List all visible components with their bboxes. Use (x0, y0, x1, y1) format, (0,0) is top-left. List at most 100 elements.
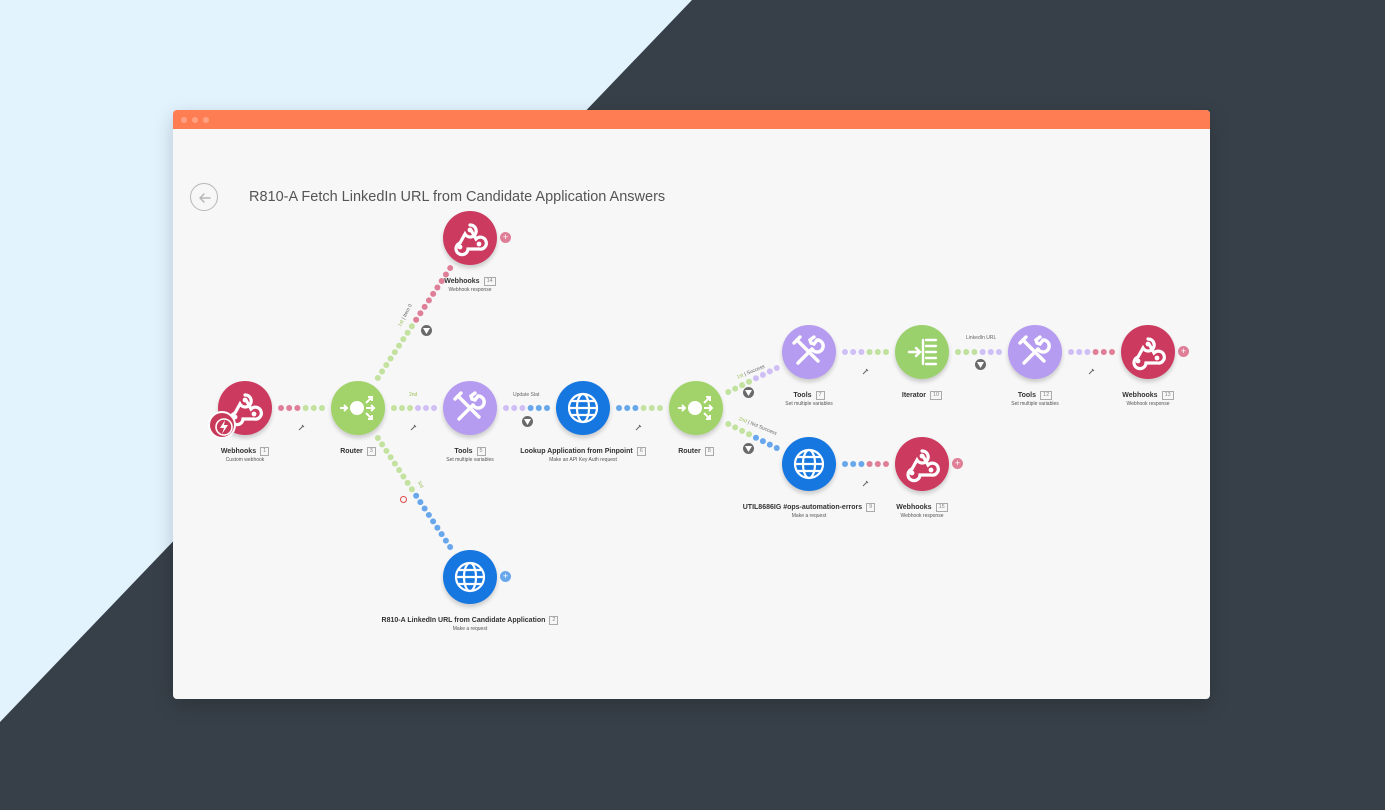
connection-lookup-to-router_2[interactable] (616, 405, 663, 411)
connection-tools_3-to-webhook_end[interactable] (1068, 349, 1115, 355)
connection-router_2-to-util[interactable] (725, 420, 780, 452)
link-settings-icon[interactable] (410, 418, 417, 431)
link-settings-icon[interactable] (1088, 362, 1095, 375)
module-subtitle: Custom webhook (225, 457, 265, 463)
route-order: 2nd (409, 392, 418, 398)
module-r810[interactable] (443, 550, 497, 604)
connection-dot (379, 368, 386, 375)
filter-label-lookup[interactable]: Update Stat (513, 392, 539, 398)
route-disabled-icon[interactable] (400, 496, 407, 503)
connection-dot (773, 445, 780, 452)
module-number: 7 (815, 391, 825, 400)
module-tools-2[interactable] (782, 325, 836, 379)
connection-dot (421, 303, 428, 310)
connection-dot (752, 434, 759, 441)
connection-iterator-to-tools_3[interactable] (955, 349, 1002, 355)
filter-button[interactable] (975, 359, 986, 370)
connection-dot (286, 405, 293, 411)
module-tools-3[interactable] (1008, 325, 1062, 379)
connection-dot (987, 349, 994, 355)
connection-dot (399, 405, 405, 411)
window-maximize-dot[interactable] (203, 117, 209, 123)
tools-icon (1018, 335, 1051, 365)
module-subtitle: Make an API Key Auth request (549, 457, 617, 463)
connection-router_2-to-tools_2[interactable] (725, 364, 780, 396)
filter-button[interactable] (421, 325, 432, 336)
connection-dot (391, 460, 398, 467)
connection-dot (391, 349, 398, 356)
module-number: 2 (549, 616, 559, 625)
filter-button[interactable] (522, 416, 533, 427)
connection-dot (379, 441, 386, 448)
module-name: Iterator (901, 392, 926, 399)
filter-label-linkedin[interactable]: LinkedIn URL (966, 335, 996, 341)
lightning-icon (215, 418, 233, 436)
connection-dot (425, 511, 432, 518)
connection-dot (294, 405, 301, 411)
connection-dot (725, 420, 732, 427)
add-module-button[interactable]: + (500, 571, 511, 582)
module-name: Webhooks (444, 278, 480, 285)
connection-dot (766, 441, 773, 448)
connection-dot (874, 349, 881, 355)
connection-router_1-to-tools_1[interactable] (391, 405, 437, 411)
module-lookup[interactable] (556, 381, 610, 435)
connection-tools_2-to-iterator[interactable] (842, 349, 889, 355)
module-name: Tools (454, 448, 473, 455)
globe-icon (793, 448, 825, 480)
connection-dot (883, 349, 889, 355)
filter-button[interactable] (743, 443, 754, 454)
module-webhook-top[interactable] (443, 211, 497, 265)
module-webhook-end[interactable] (1121, 325, 1175, 379)
filter-button[interactable] (743, 387, 754, 398)
connection-router_1-to-webhook_top[interactable] (374, 265, 454, 381)
link-settings-icon[interactable] (298, 418, 305, 431)
connection-dot (648, 405, 655, 411)
connection-webhook_trigger-to-router_1[interactable] (278, 405, 325, 411)
add-module-button[interactable]: + (952, 458, 963, 469)
module-webhook-fail[interactable] (895, 437, 949, 491)
connection-dot (447, 265, 454, 272)
window-minimize-dot[interactable] (192, 117, 198, 123)
module-number: 14 (483, 277, 496, 286)
connection-dot (413, 316, 420, 323)
filter-icon (977, 362, 984, 368)
module-name: Tools (793, 392, 812, 399)
scenario-canvas[interactable] (173, 110, 1210, 699)
module-iterator[interactable] (895, 325, 949, 379)
connection-util-to-webhook_fail[interactable] (842, 461, 889, 467)
route-label-text: Update Stat (513, 392, 540, 398)
connection-dot (866, 349, 873, 355)
connection-dot (996, 349, 1002, 355)
link-settings-icon[interactable] (862, 362, 869, 375)
globe-icon (454, 561, 486, 593)
connection-dot (527, 405, 534, 411)
link-settings-icon[interactable] (635, 418, 642, 431)
connection-dot (438, 531, 445, 538)
module-tools-1[interactable] (443, 381, 497, 435)
add-module-button[interactable]: + (500, 232, 511, 243)
connection-router_1-to-r810[interactable] (374, 435, 454, 550)
connection-dot (1068, 349, 1074, 355)
connection-dot (408, 486, 415, 493)
module-webhook-trigger[interactable] (208, 381, 272, 439)
window-close-dot[interactable] (181, 117, 187, 123)
connection-dot (657, 405, 663, 411)
connection-dot (407, 405, 413, 411)
add-module-button[interactable]: + (1178, 346, 1189, 357)
connection-tools_1-to-lookup[interactable] (503, 405, 550, 411)
route-label-middle[interactable]: 2nd (409, 392, 417, 398)
link-settings-icon[interactable] (862, 474, 869, 487)
module-util[interactable] (782, 437, 836, 491)
back-button[interactable] (190, 183, 218, 211)
trigger-badge[interactable] (208, 411, 236, 439)
module-router-1[interactable] (331, 381, 385, 435)
module-name: Lookup Application from Pinpoint (520, 448, 633, 455)
module-router-2[interactable] (669, 381, 723, 435)
connection-dot (383, 362, 390, 369)
